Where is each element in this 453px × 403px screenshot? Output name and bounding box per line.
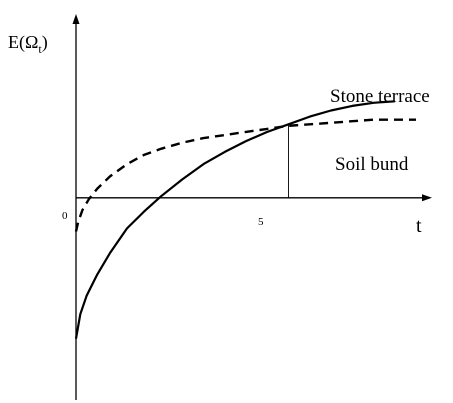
y-axis-label: E(Ωt): [8, 32, 48, 56]
series-label-stone-terrace: Stone terrace: [330, 86, 430, 107]
x-axis-label: t: [416, 215, 422, 237]
y-axis-arrow: [72, 14, 80, 24]
series-layer: [74, 100, 416, 339]
origin-tick-label: 0: [62, 210, 68, 222]
x-axis-arrow: [422, 194, 432, 202]
series-label-soil-bund: Soil bund: [335, 154, 409, 175]
series-line-stone-terrace: [74, 100, 395, 339]
series-line-soil-bund: [74, 118, 416, 232]
y-axis-label-close: ): [42, 32, 48, 53]
axes: [72, 14, 432, 400]
labels: E(Ωt) t 0 5 Stone terrace Soil bund: [8, 32, 430, 237]
marker-tick-label: 5: [258, 216, 264, 228]
y-axis-label-subscript: t: [38, 42, 42, 56]
